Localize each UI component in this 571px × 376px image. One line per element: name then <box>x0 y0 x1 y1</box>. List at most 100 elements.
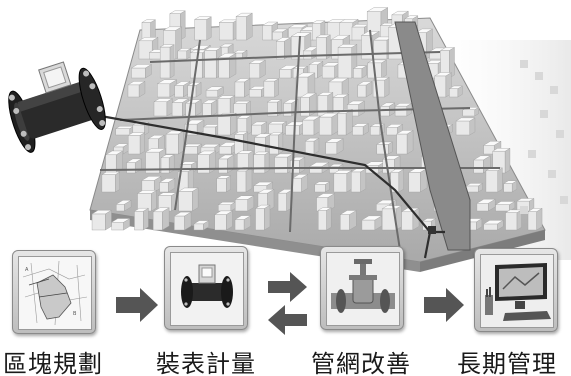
building-roof <box>304 137 320 142</box>
building-roof <box>275 37 292 42</box>
computer-monitor-icon <box>481 255 553 327</box>
building-roof <box>130 64 153 69</box>
building-roof <box>218 43 234 48</box>
building-roof <box>325 138 344 143</box>
building-roof <box>268 132 284 136</box>
building-roof <box>448 85 464 89</box>
building-roof <box>366 7 389 12</box>
building-roof <box>193 16 212 20</box>
svg-text:A: A <box>25 267 29 273</box>
building-roof <box>301 115 322 121</box>
building-roof <box>482 220 504 225</box>
building-roof <box>144 148 167 153</box>
building-roof <box>202 99 218 104</box>
building-roof <box>205 86 225 91</box>
building-roof <box>300 92 317 98</box>
building-roof <box>271 28 289 33</box>
building-roof <box>234 195 255 200</box>
building-roof <box>282 99 299 104</box>
building-roof <box>141 19 157 23</box>
building-roof <box>250 121 268 126</box>
building-roof <box>193 220 210 225</box>
building-roof <box>317 92 334 96</box>
building-roof <box>338 19 359 23</box>
building-roof <box>125 158 143 163</box>
building-roof <box>315 34 332 38</box>
building-roof <box>169 10 186 14</box>
building-roof <box>332 94 350 98</box>
building-roof <box>160 154 175 158</box>
building-roof <box>182 143 203 147</box>
building-roof <box>295 72 316 78</box>
building-roof <box>147 135 166 139</box>
building-roof <box>174 81 191 86</box>
building-roof <box>173 211 192 217</box>
building-roof <box>233 131 249 135</box>
building-roof <box>439 47 456 51</box>
building-roof <box>232 100 252 104</box>
building-roof <box>217 95 236 99</box>
building-roof <box>234 215 252 220</box>
building-roof <box>527 208 543 212</box>
step-tile-meter-installation[interactable] <box>164 246 248 330</box>
building-roof <box>331 35 351 40</box>
building-roof <box>308 61 324 65</box>
building-roof <box>133 208 150 212</box>
building-roof <box>252 151 270 155</box>
building-roof <box>516 198 535 202</box>
building-roof <box>455 117 476 122</box>
building-roof <box>492 148 511 152</box>
building-roof <box>217 154 235 160</box>
building-roof <box>314 181 331 185</box>
building-roof <box>390 169 405 173</box>
building-roof <box>292 66 309 69</box>
step-tile-block-planning[interactable]: A B <box>12 250 96 334</box>
building-roof <box>333 170 353 174</box>
building-roof <box>138 37 159 42</box>
building-roof <box>292 174 309 179</box>
step-tile-long-term-management[interactable] <box>474 248 558 332</box>
building-roof <box>216 175 232 179</box>
building-roof <box>184 119 205 125</box>
building-roof <box>433 72 453 77</box>
building-roof <box>158 178 176 183</box>
building-roof <box>248 59 267 64</box>
building-roof <box>127 81 146 86</box>
building-roof <box>153 98 174 102</box>
building-roof <box>203 47 223 51</box>
building-roof <box>351 123 370 127</box>
building-roof <box>339 210 358 215</box>
gate-valve-icon <box>327 253 399 325</box>
arrow-step3-to-step4 <box>424 288 464 322</box>
building-roof <box>261 21 279 26</box>
building-roof <box>105 150 124 155</box>
arrow-step2-to-step3 <box>268 272 307 302</box>
building-roof <box>403 15 419 19</box>
building-roof <box>385 124 404 128</box>
step-tile-network-improvement[interactable] <box>320 246 404 330</box>
building-roof <box>356 81 373 86</box>
building-roof <box>236 115 253 119</box>
building-roof <box>422 218 437 222</box>
building-roof <box>141 176 162 181</box>
building-roof <box>136 190 158 194</box>
building-roof <box>494 201 516 205</box>
building-roof <box>101 171 121 175</box>
building-roof <box>156 79 178 85</box>
building-roof <box>267 121 288 125</box>
step-label-block-planning: 區塊規劃 <box>3 350 103 376</box>
building-roof <box>328 163 344 167</box>
building-roof <box>308 162 330 167</box>
building-roof <box>232 50 248 54</box>
step-label-network-improvement: 管網改善 <box>311 350 411 376</box>
building-roof <box>214 210 234 215</box>
arrow-step1-to-step2 <box>116 288 158 322</box>
building-roof <box>157 192 177 196</box>
building-roof <box>266 99 283 103</box>
building-roof <box>253 181 274 186</box>
building-roof <box>127 132 146 136</box>
building-roof <box>395 130 414 135</box>
